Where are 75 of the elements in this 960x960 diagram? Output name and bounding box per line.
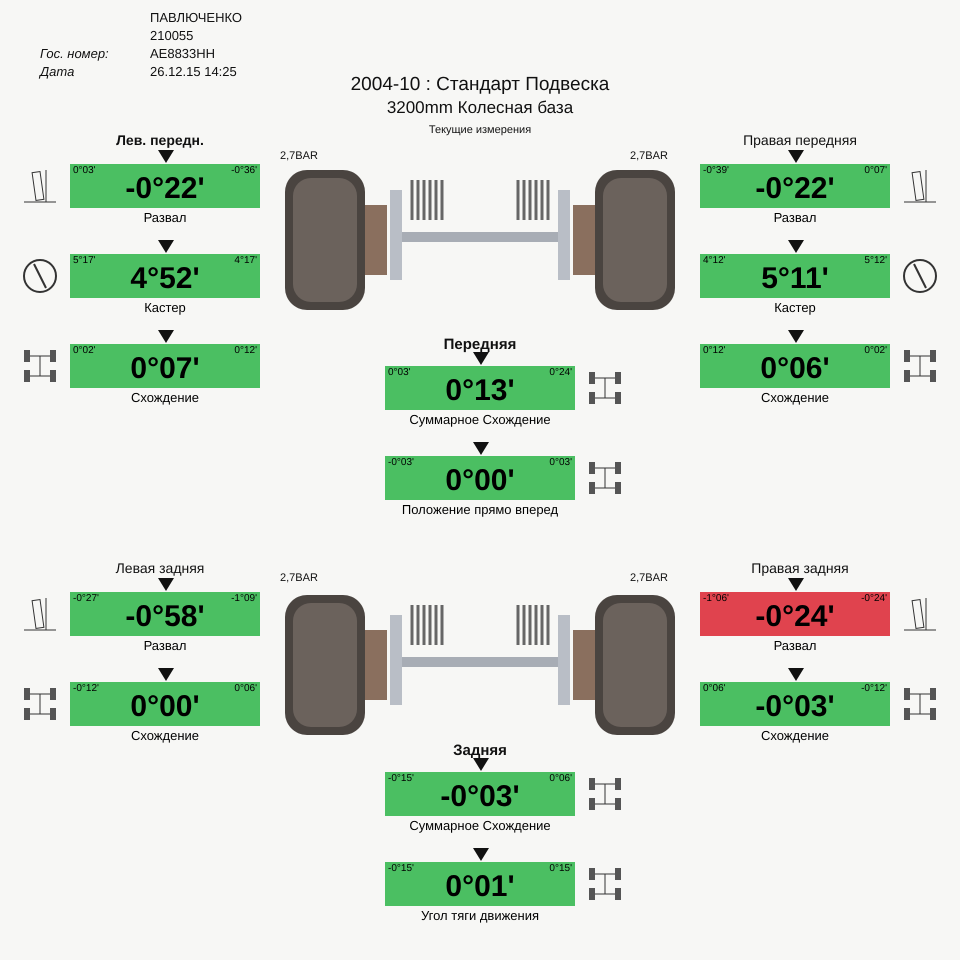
measured-value: -0°22' [124, 172, 206, 206]
measured-value: 4°52' [129, 262, 201, 296]
measured-value: 0°00' [129, 690, 201, 724]
measured-value: -0°03' [754, 690, 836, 724]
wheel-heading: Правая задняя [751, 560, 849, 576]
gauge-caption: Кастер [773, 300, 817, 315]
tolerance-min: -1°06' [703, 593, 729, 604]
gauge-caption: Развал [772, 210, 818, 225]
section-heading: Текущие измерения [428, 124, 532, 136]
field-value: 26.12.15 14:25 [150, 64, 237, 79]
tolerance-min: 5°17' [73, 255, 96, 266]
measured-value: 0°06' [759, 352, 831, 386]
gauge-caption: Схождение [760, 728, 830, 743]
wheel-heading: Левая задняя [116, 560, 204, 576]
wheel-heading: Правая передняя [743, 132, 857, 148]
measured-value: -0°58' [124, 600, 206, 634]
gauge-caption: Кастер [143, 300, 187, 315]
tolerance-max: -1°09' [231, 593, 257, 604]
tolerance-min: 0°06' [703, 683, 726, 694]
measured-value: 0°01' [444, 870, 516, 904]
tolerance-max: -0°24' [861, 593, 887, 604]
tolerance-max: 5°12' [864, 255, 887, 266]
tolerance-min: -0°15' [388, 773, 414, 784]
tolerance-min: -0°15' [388, 863, 414, 874]
measured-value: -0°22' [754, 172, 836, 206]
gauge-caption: Угол тяги движения [420, 908, 540, 923]
wheel-heading: Лев. передн. [116, 132, 204, 148]
tolerance-min: 0°03' [73, 165, 96, 176]
measured-value: 0°13' [444, 374, 516, 408]
field-label: Дата [40, 64, 74, 79]
tolerance-min: 0°03' [388, 367, 411, 378]
measured-value: 5°11' [760, 262, 830, 296]
field-label: Гос. номер: [40, 46, 109, 61]
tire-pressure: 2,7BAR [630, 150, 668, 162]
measured-value: 0°07' [129, 352, 201, 386]
gauge-caption: Схождение [130, 728, 200, 743]
tire-pressure: 2,7BAR [280, 572, 318, 584]
gauge-caption: Положение прямо вперед [400, 502, 560, 517]
tolerance-max: -0°12' [861, 683, 887, 694]
axle-heading: Передняя [444, 336, 516, 353]
tolerance-max: -0°36' [231, 165, 257, 176]
field-value: ПАВЛЮЧЕНКО [150, 10, 242, 25]
tolerance-max: 0°03' [549, 457, 572, 468]
tolerance-min: 0°12' [703, 345, 726, 356]
tolerance-min: -0°39' [703, 165, 729, 176]
tire-pressure: 2,7BAR [280, 150, 318, 162]
title: 2004-10 : Стандарт Подвеска [350, 74, 610, 96]
gauge-caption: Развал [772, 638, 818, 653]
tolerance-min: -0°12' [73, 683, 99, 694]
tolerance-max: 4°17' [234, 255, 257, 266]
gauge-caption: Схождение [130, 390, 200, 405]
tolerance-max: 0°15' [549, 863, 572, 874]
gauge-caption: Развал [142, 638, 188, 653]
tolerance-min: -0°27' [73, 593, 99, 604]
tolerance-min: -0°03' [388, 457, 414, 468]
tolerance-max: 0°02' [864, 345, 887, 356]
gauge-caption: Развал [142, 210, 188, 225]
tolerance-max: 0°24' [549, 367, 572, 378]
gauge-caption: Суммарное Схождение [408, 412, 552, 427]
tire-pressure: 2,7BAR [630, 572, 668, 584]
field-value: АЕ8833НН [150, 46, 216, 61]
measured-value: -0°03' [439, 780, 521, 814]
tolerance-max: 0°06' [549, 773, 572, 784]
measured-value: -0°24' [754, 600, 836, 634]
gauge-caption: Схождение [760, 390, 830, 405]
tolerance-max: 0°06' [234, 683, 257, 694]
subtitle: 3200mm Колесная база [386, 98, 574, 118]
measured-value: 0°00' [444, 464, 516, 498]
tolerance-min: 4°12' [703, 255, 726, 266]
field-value: 210055 [150, 28, 194, 43]
tolerance-min: 0°02' [73, 345, 96, 356]
gauge-caption: Суммарное Схождение [408, 818, 552, 833]
axle-heading: Задняя [453, 742, 507, 759]
tolerance-max: 0°12' [234, 345, 257, 356]
tolerance-max: 0°07' [864, 165, 887, 176]
